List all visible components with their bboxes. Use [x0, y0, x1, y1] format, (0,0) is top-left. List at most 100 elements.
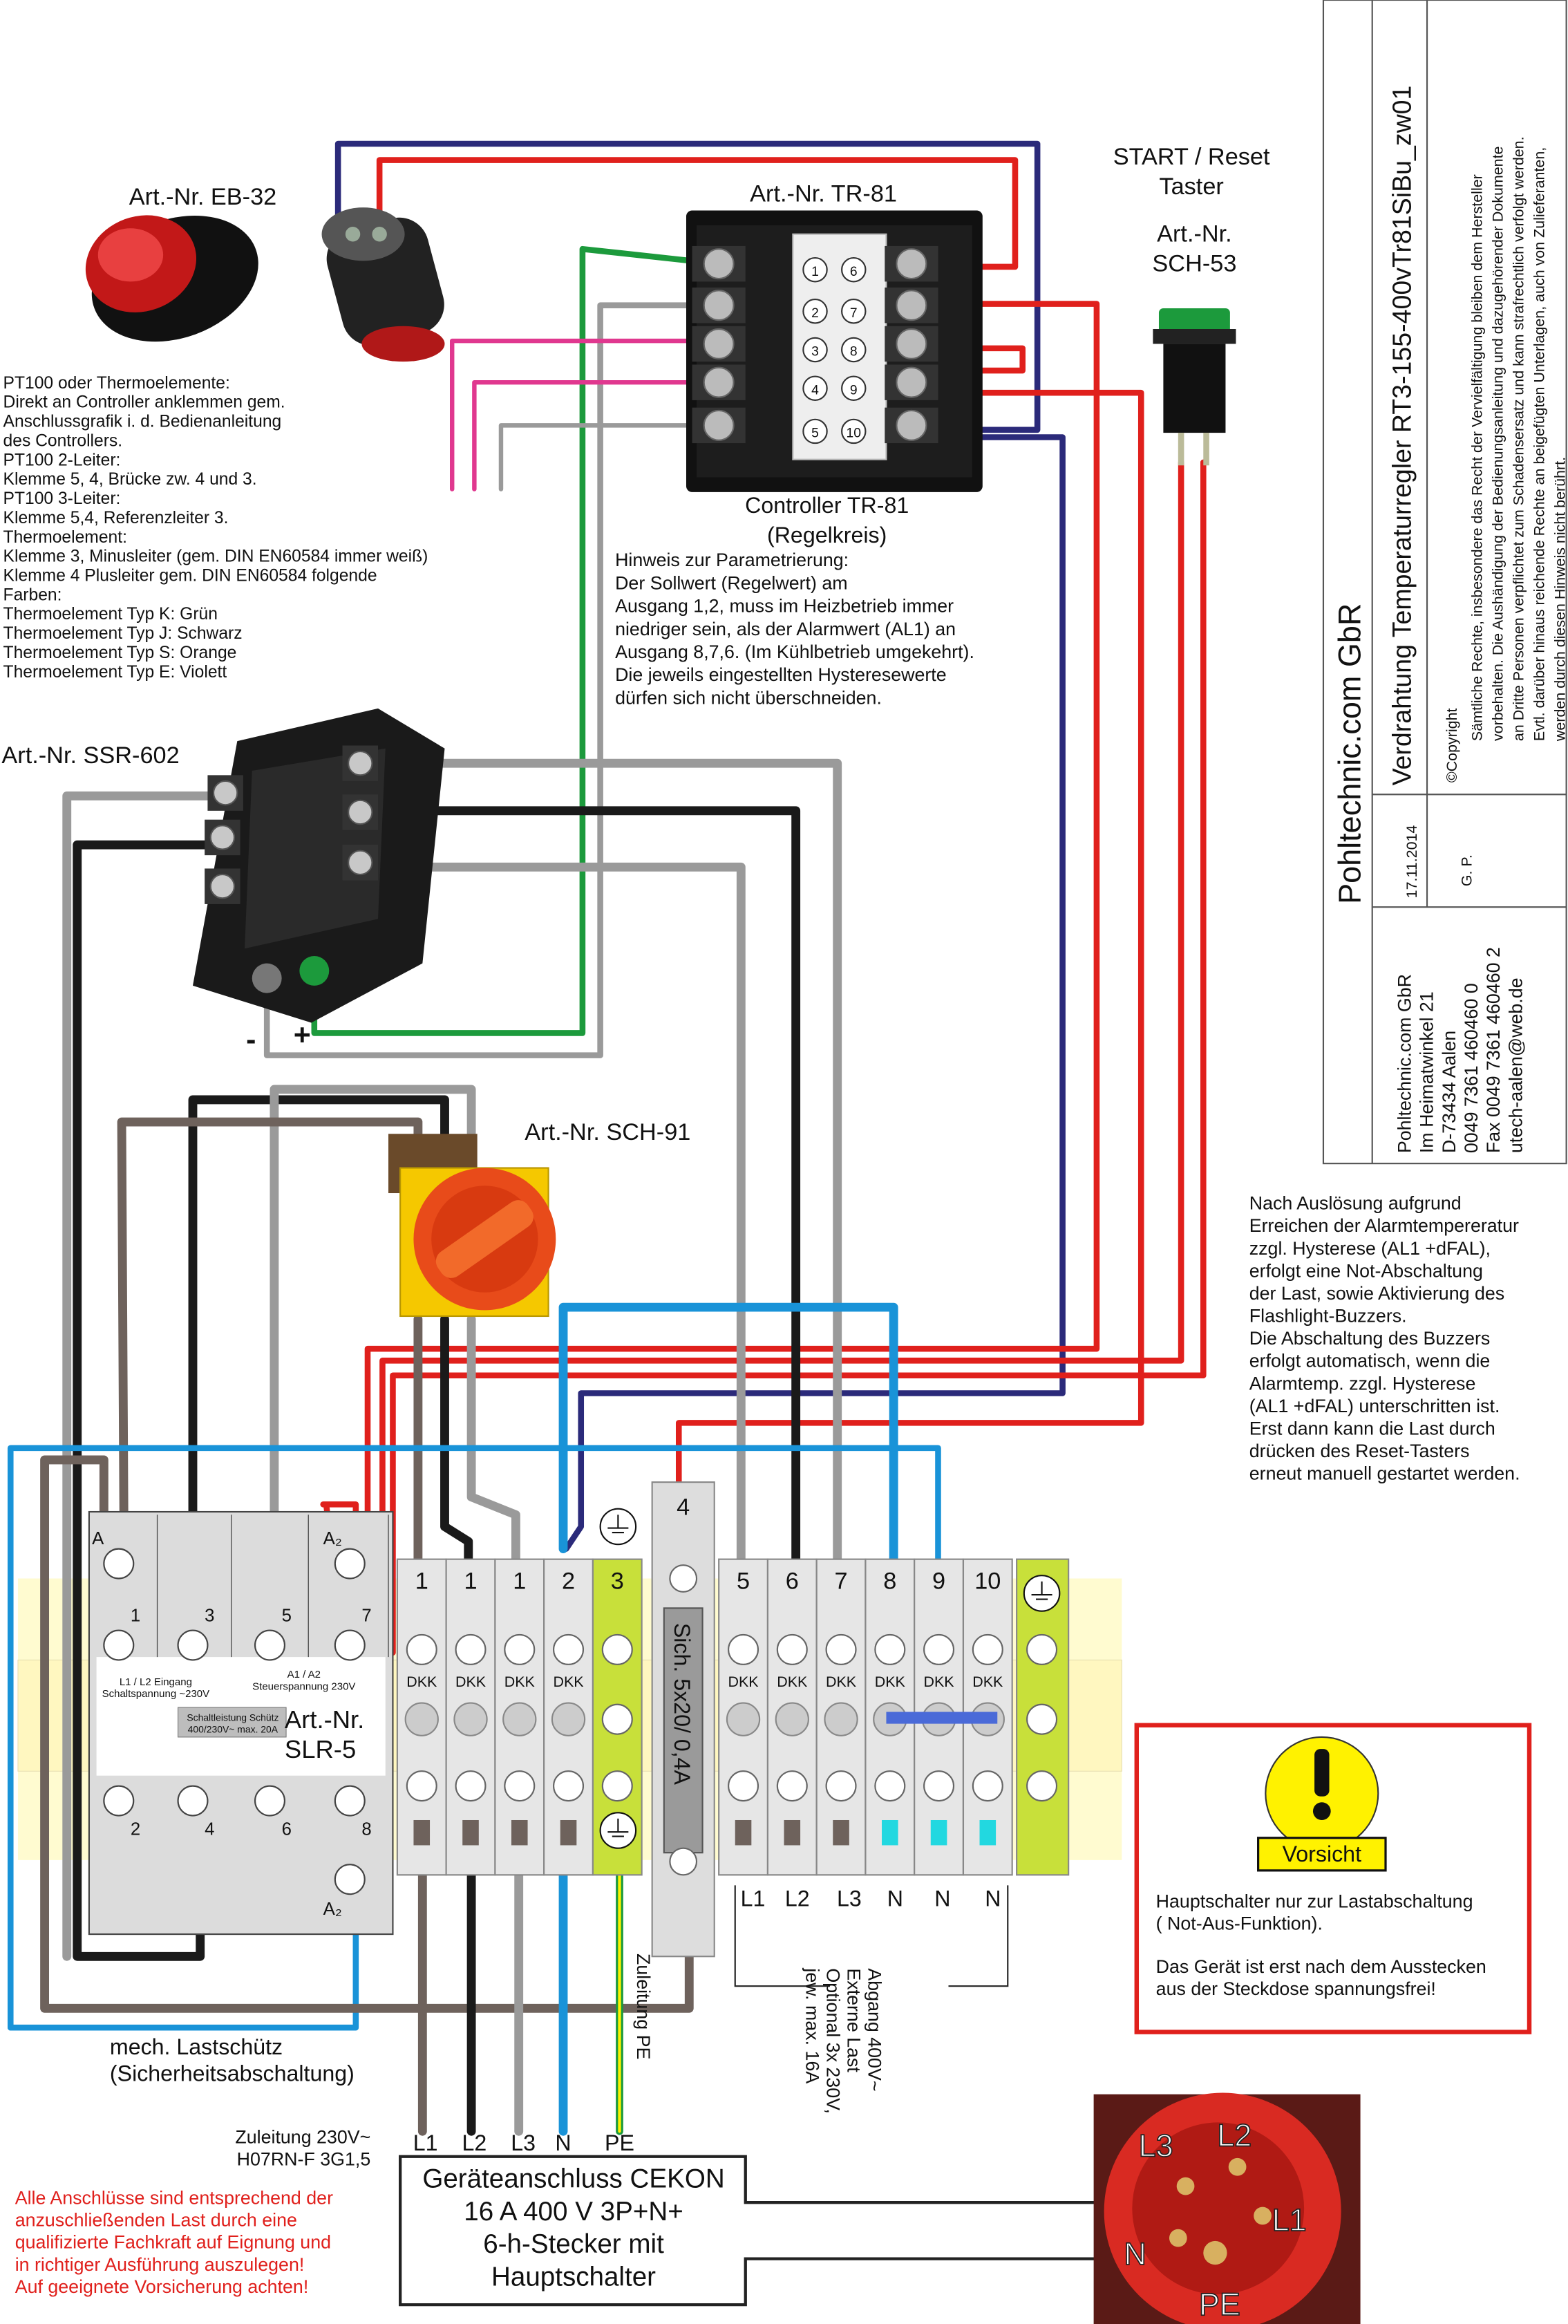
terminal-number: 3	[611, 1568, 624, 1595]
controller-terminal-number: 5	[811, 427, 819, 441]
text-line: Hauptschalter nur zur Lastabschaltung	[1156, 1891, 1473, 1911]
main-switch-sch91: Art.-Nr. SCH-91	[388, 1119, 690, 1318]
text-line: des Controllers.	[3, 431, 123, 450]
controller-terminal-number: 1	[811, 265, 819, 279]
terminal-dkk-label: DKK	[728, 1674, 759, 1690]
text-line: L1 / L2 Eingang	[120, 1676, 192, 1688]
wire-blue-n	[558, 1302, 898, 1568]
text-line: Ausgang 8,7,6. (Im Kühlbetrieb umgekehrt…	[615, 641, 974, 662]
text-line: Art.-Nr.	[285, 1705, 364, 1734]
wire-brown-fuse	[40, 1455, 694, 2013]
terminal-number: 1	[464, 1568, 477, 1595]
text-line: Alle Anschlüsse sind entsprechend der	[15, 2187, 333, 2208]
supply-wire-label: L2	[462, 2130, 487, 2155]
buzzer-rear-image	[321, 207, 445, 362]
text-line: Zuleitung 230V~	[235, 2126, 370, 2147]
text-line: (Sicherheitsabschaltung)	[110, 2061, 355, 2086]
text-line: der Last, sowie Aktivierung des	[1249, 1283, 1504, 1304]
text-line: Alarmtemp. zzgl. Hysterese	[1249, 1373, 1476, 1394]
controller-terminal-number: 10	[847, 427, 861, 441]
wire-blue-control	[7, 1445, 941, 2031]
text-line: erneut manuell gestartet werden.	[1249, 1463, 1520, 1484]
terminal-dkk-label: DKK	[826, 1674, 857, 1690]
ssr-plus: +	[294, 1019, 311, 1052]
output-label: L1	[741, 1886, 766, 1911]
copyright-text: Sämtliche Rechte, insbesondere das Recht…	[1468, 136, 1568, 742]
text-line: Abgang 400V~	[865, 1968, 885, 2091]
wire-red-controller-1	[364, 301, 1100, 1649]
text-line: PT100 oder Thermoelemente:	[3, 374, 230, 393]
wire-pink-sensor-1	[449, 338, 721, 491]
text-line: dürfen sich nicht überschneiden.	[615, 687, 882, 708]
contactor-screw	[254, 1785, 285, 1817]
drawing-title: Verdrahtung Temperaturregler RT3-155-400…	[1387, 86, 1416, 786]
text-line: Externe Last	[844, 1968, 865, 2072]
supply-wire-label: L3	[511, 2130, 536, 2155]
terminal-number: 2	[562, 1568, 575, 1595]
text-line: Anschlussgrafik i. d. Bedienanleitung	[3, 413, 282, 431]
wire-gray-sensor	[498, 423, 721, 491]
plug-pin-label: L3	[1139, 2128, 1173, 2164]
contactor-terminal-number: 7	[361, 1606, 371, 1626]
wire-black-switch-l2	[440, 1314, 473, 1568]
text-line: (Regelkreis)	[767, 523, 887, 547]
plug-pin-label: L1	[1272, 2202, 1307, 2238]
plug-pin-label: PE	[1199, 2287, 1240, 2322]
text-line: Thermoelement:	[3, 528, 127, 547]
terminal-dkk-label: DKK	[875, 1674, 906, 1690]
text-line: Sämtliche Rechte, insbesondere das Recht…	[1468, 174, 1485, 741]
wire-black-ssr-out-2	[359, 806, 801, 1568]
text-line: Ausgang 1,2, muss im Heizbetrieb immer	[615, 596, 954, 617]
text-line: anzuschließenden Last durch eine	[15, 2209, 297, 2230]
caution-badge: Vorsicht	[1283, 1842, 1361, 1866]
text-line: drücken des Reset-Tasters	[1249, 1441, 1470, 1461]
text-line: Klemme 4 Plusleiter gem. DIN EN60584 fol…	[3, 567, 377, 585]
text-line: 16 A 400 V 3P+N+	[464, 2197, 683, 2227]
ssr-terminal-screw	[209, 873, 236, 899]
text-line: vorbehalten. Die Aushändigung der Bedien…	[1489, 147, 1506, 742]
contactor-terminal-number: 4	[205, 1819, 214, 1839]
text-line: Thermoelement Typ J: Schwarz	[3, 624, 243, 643]
wire-red-controller-3	[675, 389, 1144, 1486]
text-line: Pohltechnic.com GbR	[1394, 974, 1415, 1153]
text-line: Hauptschalter	[491, 2262, 656, 2292]
text-line: Im Heimatwinkel 21	[1417, 991, 1437, 1153]
plug-pin-label: L2	[1217, 2118, 1251, 2153]
text-line: Die Abschaltung des Buzzers	[1249, 1328, 1491, 1349]
contactor-label: Art.-Nr.SLR-5	[285, 1705, 364, 1763]
controller-terminal-number: 9	[850, 383, 858, 397]
contactor-terminal-number: 1	[131, 1606, 140, 1626]
terminal-dkk-label: DKK	[504, 1674, 536, 1690]
output-label: N	[985, 1886, 1001, 1911]
terminal-number: 5	[737, 1568, 750, 1595]
controller-terminal-number: 2	[811, 306, 819, 321]
text-line: 0049 7361 460460 0	[1461, 983, 1482, 1153]
controller-terminal-number: 6	[850, 265, 858, 279]
contactor-screw	[177, 1785, 209, 1817]
button-label: Art.-Nr.SCH-53	[1152, 221, 1236, 277]
contactor-terminal-number: 8	[361, 1819, 371, 1839]
text-line: Farben:	[3, 585, 62, 604]
output-label: L2	[785, 1886, 810, 1911]
ssr-minus: -	[246, 1023, 256, 1056]
copyright-label: ©Copyright	[1444, 709, 1460, 783]
text-line: Controller TR-81	[745, 493, 909, 518]
text-line: erfolgt eine Not-Abschaltung	[1249, 1260, 1483, 1281]
contactor-terminal-number: 2	[131, 1819, 140, 1839]
wire-gray-ssr	[263, 302, 722, 1058]
caution-text-1: Hauptschalter nur zur Lastabschaltung( N…	[1156, 1891, 1473, 1933]
terminal-dkk-label: DKK	[972, 1674, 1003, 1690]
terminal-number: 6	[786, 1568, 799, 1595]
text-line: mech. Lastschütz	[110, 2034, 283, 2059]
text-line: Steuerspannung 230V	[252, 1680, 355, 1692]
text-line: niedriger sein, als der Alarmwert (AL1) …	[615, 619, 956, 639]
terminal-dkk-label: DKK	[777, 1674, 808, 1690]
text-line: START / Reset	[1113, 144, 1270, 170]
controller-terminal-number: 8	[850, 345, 858, 359]
